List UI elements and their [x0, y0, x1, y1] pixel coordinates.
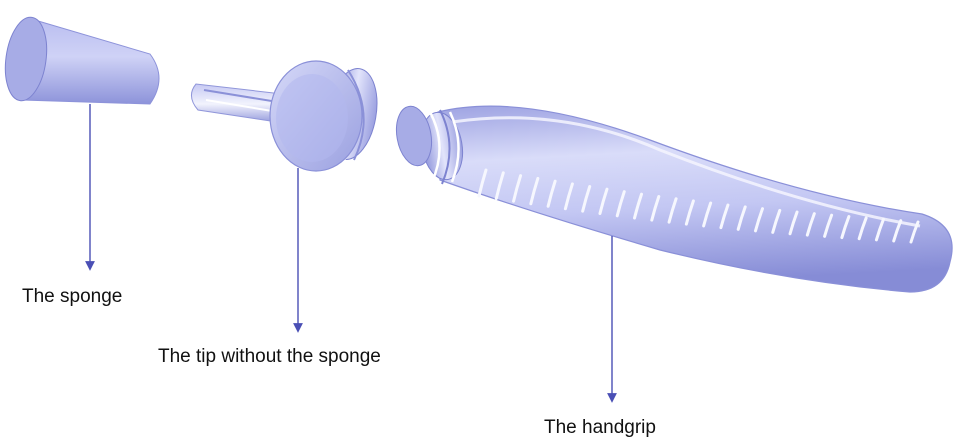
grip-rib	[909, 220, 920, 244]
grip-rib	[615, 190, 626, 218]
grip-rib	[874, 217, 885, 242]
grip-rib	[598, 187, 609, 216]
handgrip-thread	[395, 105, 464, 185]
grip-rib	[788, 210, 799, 236]
label-tip-without-sponge: The tip without the sponge	[158, 346, 381, 367]
label-sponge: The sponge	[22, 286, 123, 307]
handgrip	[395, 105, 953, 293]
label-handgrip: The handgrip	[544, 417, 656, 438]
grip-rib	[823, 213, 834, 238]
grip-rib	[650, 195, 661, 222]
grip-rib	[684, 199, 695, 226]
grip-rib	[736, 205, 747, 231]
grip-rib	[563, 182, 574, 211]
grip-rib	[477, 168, 488, 198]
sponge	[4, 16, 160, 105]
grip-rib	[771, 208, 782, 234]
grip-ribs	[477, 168, 920, 244]
grip-rib	[512, 174, 523, 203]
grip-rib	[494, 171, 505, 201]
grip-rib	[719, 203, 730, 230]
grip-rib	[753, 207, 764, 233]
grip-rib	[529, 176, 540, 206]
grip-rib	[667, 197, 678, 224]
grip-rib	[546, 179, 557, 208]
grip-rib	[702, 201, 713, 228]
grip-rib	[840, 215, 851, 240]
grip-rib	[805, 212, 816, 237]
grip-rib	[633, 192, 644, 220]
grip-rib	[892, 219, 903, 243]
grip-rib	[857, 216, 868, 241]
tip-without-sponge	[191, 60, 378, 172]
grip-rib	[581, 185, 592, 213]
